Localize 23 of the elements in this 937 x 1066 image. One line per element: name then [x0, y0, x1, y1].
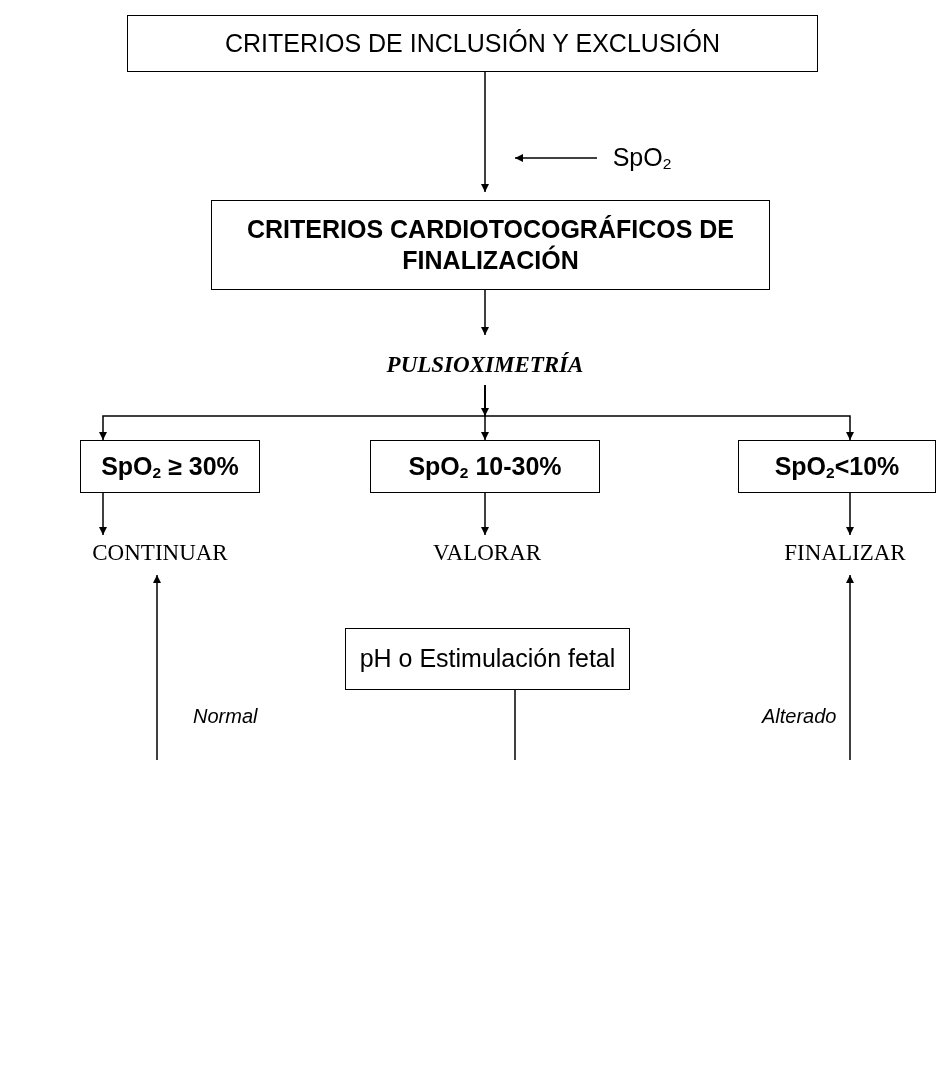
arrow: [481, 289, 489, 336]
flow-label: PULSIOXIMETRÍA: [360, 345, 610, 385]
process-box: CRITERIOS DE INCLUSIÓN Y EXCLUSIÓN: [127, 15, 818, 72]
arrow: [846, 492, 854, 536]
process-box: CRITERIOS CARDIOTOCOGRÁFICOS DE FINALIZACIÓN: [211, 200, 770, 290]
arrow: [514, 154, 598, 162]
flow-label: SpO$_{2}$: [597, 140, 687, 176]
arrow: [481, 492, 489, 536]
arrow: [99, 492, 107, 536]
connector-line: [514, 689, 516, 761]
process-box: SpO$_{2}$<10%: [738, 440, 936, 493]
flow-label: VALORAR: [387, 535, 587, 571]
flow-label: FINALIZAR: [750, 535, 937, 571]
outcome-label: Normal: [193, 705, 258, 728]
process-box: SpO$_{2}$ ≥ 30%: [80, 440, 260, 493]
outcome-label: Alterado: [762, 705, 837, 728]
process-box: pH o Estimulación fetal: [345, 628, 630, 690]
arrow: [484, 384, 854, 441]
process-box: SpO$_{2}$ 10-30%: [370, 440, 600, 493]
flow-label: CONTINUAR: [60, 535, 260, 571]
arrow: [153, 574, 161, 761]
arrow: [846, 574, 854, 761]
arrow: [481, 71, 489, 193]
